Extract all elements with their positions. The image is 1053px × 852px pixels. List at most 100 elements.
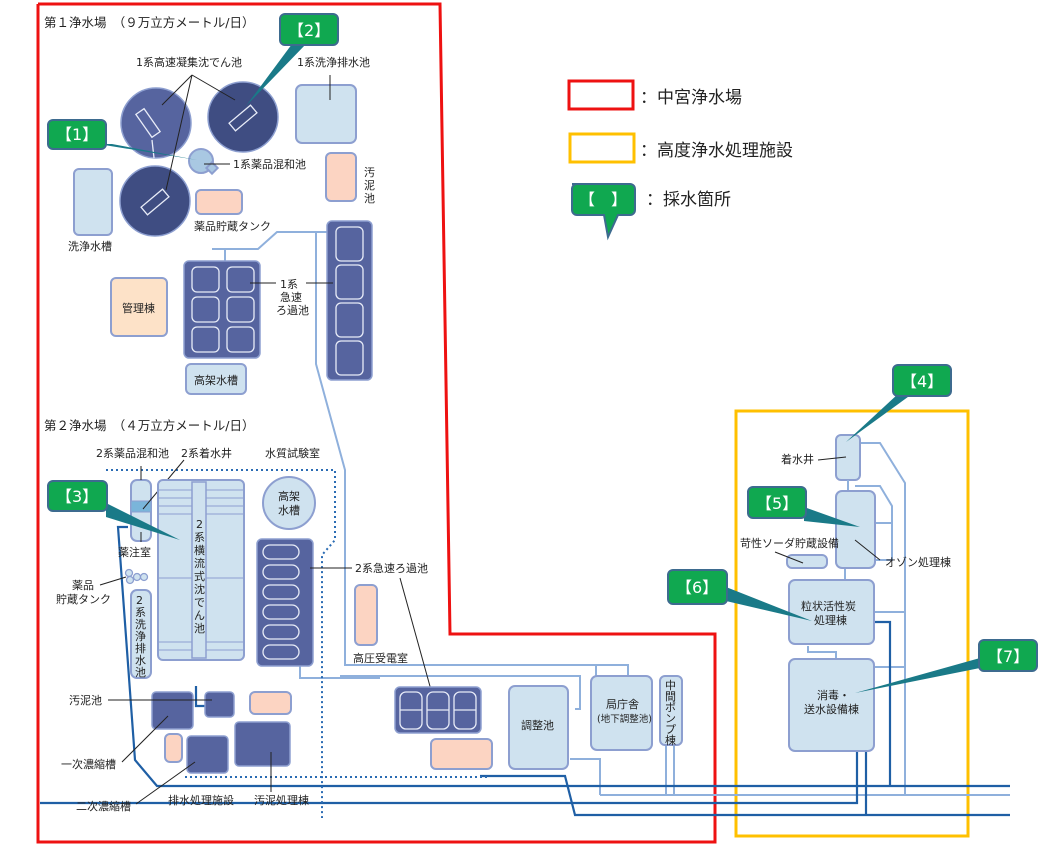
label-wash-tank: 洗浄水槽 — [68, 239, 112, 253]
svg-text:式: 式 — [194, 570, 205, 583]
svg-text:棟: 棟 — [665, 733, 676, 747]
svg-text:排: 排 — [135, 641, 146, 655]
label-drainage-facility: 排水処理施設 — [168, 793, 234, 807]
label-wash-drain-2: 2 系 洗 浄 排 水 池 — [135, 594, 146, 679]
legend-swatch-sampling — [571, 183, 636, 241]
legend-label-sampling: ：採水箇所 — [646, 190, 731, 210]
svg-text:系: 系 — [194, 531, 205, 544]
svg-text:沈: 沈 — [194, 582, 205, 596]
svg-text:【7】: 【7】 — [987, 647, 1029, 666]
sampling-point-1[interactable]: 【1】 — [47, 119, 197, 160]
pink-tank-c — [430, 738, 493, 770]
label-receiving-well-2: 2系着水井 — [181, 446, 232, 460]
label-wash-drain-1: 1系洗浄排水池 — [297, 55, 370, 69]
svg-text:2: 2 — [136, 594, 143, 607]
secondary-thickener — [186, 735, 229, 774]
label-office: 局庁舎 — [606, 697, 639, 711]
admin-building — [110, 277, 168, 337]
label-primary-thickener: 一次濃縮槽 — [61, 757, 116, 771]
svg-text:高架: 高架 — [278, 489, 300, 503]
label-dosing-room: 薬注室 — [118, 545, 151, 559]
advanced-treatment-boundary — [734, 409, 970, 838]
sedimentation-basin-2 — [157, 479, 245, 661]
svg-text:横: 横 — [194, 543, 205, 557]
label-gac: 粒状活性炭 処理棟 — [801, 599, 856, 627]
elevated-tank-1 — [185, 363, 247, 395]
label-chem-tank-2: 薬品 貯蔵タンク — [56, 579, 111, 606]
label-office-sub: (地下調整池) — [597, 713, 652, 725]
svg-text:池: 池 — [364, 192, 375, 205]
svg-text:池: 池 — [135, 666, 146, 679]
disinfection-building — [788, 658, 875, 752]
chem-mix-dosing-column-2 — [130, 479, 152, 542]
svg-text:池: 池 — [194, 622, 205, 635]
label-sludge-pond-1: 汚 泥 池 — [364, 166, 375, 205]
label-pump-building: 中 間 ポ ン プ 棟 — [665, 679, 676, 747]
svg-text:【1】: 【1】 — [56, 125, 98, 144]
svg-text:【4】: 【4】 — [901, 372, 943, 391]
office-building — [590, 675, 653, 751]
svg-text:【6】: 【6】 — [676, 578, 718, 597]
pink-tank-b — [164, 733, 183, 763]
sampling-point-7[interactable]: 【7】 — [855, 639, 1038, 693]
label-disinfection: 消毒・ 送水設備棟 — [804, 688, 859, 716]
nakamiya-plant-boundary — [36, 2, 717, 844]
label-secondary-thickener: 二次濃縮槽 — [76, 799, 131, 813]
label-chem-mix-1: 1系薬品混和池 — [233, 158, 306, 171]
label-admin: 管理棟 — [122, 301, 155, 315]
label-lab: 水質試験室 — [265, 446, 320, 460]
svg-text:貯蔵タンク: 貯蔵タンク — [56, 593, 111, 606]
sludge-pond-2 — [204, 691, 235, 718]
plant1-title: 第１浄水場 （９万立方メートル/日） — [44, 15, 254, 30]
svg-text:急速: 急速 — [280, 290, 302, 304]
svg-text:ん: ん — [194, 609, 205, 622]
svg-text:1系: 1系 — [280, 278, 298, 291]
svg-text:送水設備棟: 送水設備棟 — [804, 702, 859, 716]
elevated-tank-2: 高架 水槽 — [262, 476, 316, 530]
sampling-point-3[interactable]: 【3】 — [47, 480, 180, 540]
label-elevated-tank-1: 高架水槽 — [194, 373, 238, 387]
svg-text:ポ: ポ — [665, 701, 676, 714]
svg-text:粒状活性炭: 粒状活性炭 — [801, 599, 856, 613]
svg-text:間: 間 — [665, 690, 676, 703]
dotted-boundaries — [106, 469, 490, 818]
svg-text:泥: 泥 — [364, 179, 375, 192]
label-receiving-well-adv: 着水井 — [781, 452, 814, 466]
label-soda: 苛性ソーダ貯蔵設備 — [740, 536, 839, 550]
wash-drain-pond-2 — [130, 589, 152, 679]
rapid-filter-2 — [256, 538, 314, 667]
sampling-point-6[interactable]: 【6】 — [667, 569, 812, 621]
rapid-filter-2b — [394, 686, 482, 734]
label-sedimentation-1: 1系高速凝集沈でん池 — [136, 55, 242, 69]
svg-text:【3】: 【3】 — [56, 487, 98, 506]
svg-text:【2】: 【2】 — [288, 21, 330, 40]
legend-swatch-advanced — [568, 132, 636, 164]
svg-text:2: 2 — [196, 518, 203, 531]
svg-text:水: 水 — [135, 654, 146, 667]
label-sedimentation-2: 2 系 横 流 式 沈 で ん 池 — [194, 518, 205, 635]
regulating-pond — [508, 685, 569, 770]
svg-text:ろ過池: ろ過池 — [276, 304, 309, 317]
label-sludge-pond-2: 汚泥池 — [69, 694, 102, 707]
sludge-pond-1 — [325, 152, 357, 202]
sedimentation-basin-1a — [120, 87, 192, 159]
legend-label-advanced: ：高度浄水処理施設 — [640, 141, 793, 161]
chem-storage-tanks-2 — [124, 568, 149, 585]
sampling-point-2[interactable]: 【2】 — [246, 13, 339, 106]
primary-thickener — [151, 691, 194, 730]
svg-text:ン: ン — [665, 712, 676, 725]
legend-label-nakamiya: ：中宮浄水場 — [640, 88, 742, 108]
svg-text:薬品: 薬品 — [72, 579, 94, 592]
legend: ：中宮浄水場 ：高度浄水処理施設 【 】 ：採水箇所 — [567, 79, 793, 241]
svg-text:消毒・: 消毒・ — [817, 688, 850, 702]
label-rapid-filter-2: 2系急速ろ過池 — [355, 561, 428, 575]
label-hv-room: 高圧受電室 — [353, 651, 408, 665]
svg-text:流: 流 — [194, 556, 205, 570]
sampling-point-4[interactable]: 【4】 — [846, 364, 952, 442]
sampling-point-5[interactable]: 【5】 — [747, 486, 860, 527]
chem-mixing-pond-1 — [188, 148, 220, 176]
legend-swatch-sampling-text: 【 】 — [579, 190, 627, 209]
svg-text:処理棟: 処理棟 — [814, 613, 847, 627]
sedimentation-basin-1b — [207, 81, 279, 153]
